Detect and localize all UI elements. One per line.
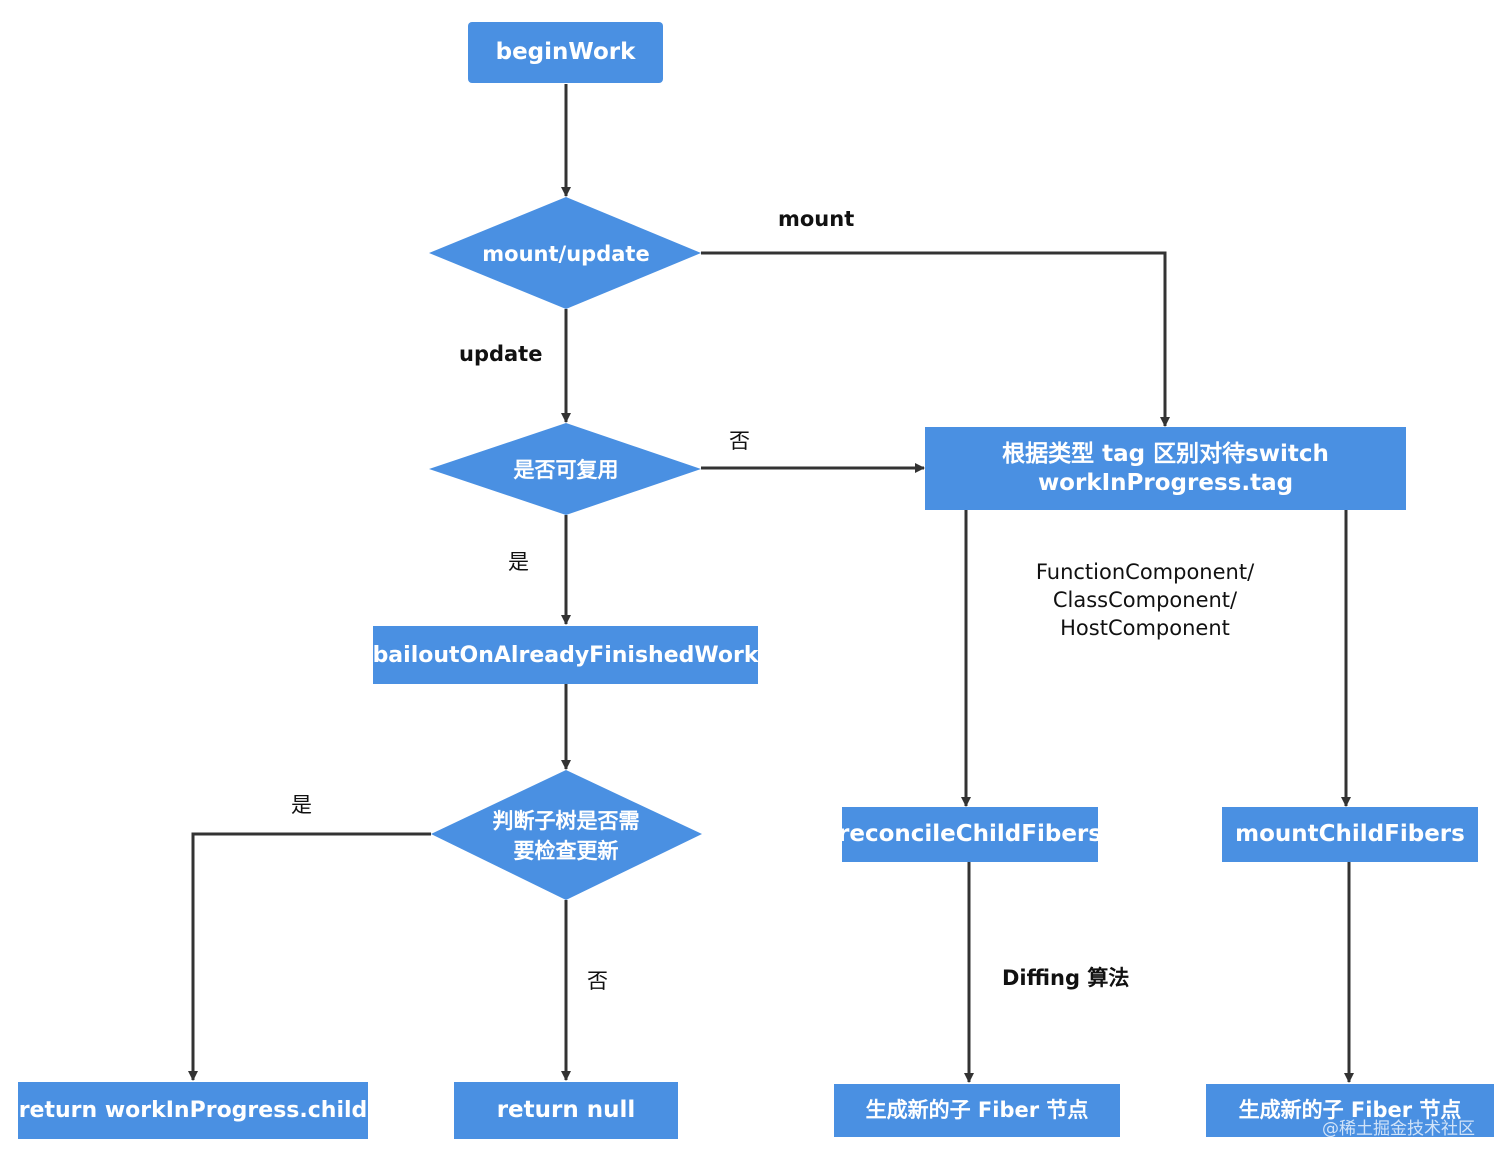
check-subtree-line2: 要检查更新 bbox=[513, 839, 619, 863]
check-subtree-line1: 判断子树是否需 bbox=[492, 809, 640, 833]
return-null-node: return null bbox=[454, 1082, 678, 1139]
begin-work-node: beginWork bbox=[468, 22, 663, 83]
is-reusable-diamond bbox=[429, 423, 701, 515]
edge-label-no-reuse: 否 bbox=[729, 429, 750, 453]
component-type-class: ClassComponent/ bbox=[1052, 588, 1238, 612]
edge-label-diffing: Diffing 算法 bbox=[1002, 966, 1130, 990]
switch-tag-line2: workInProgress.tag bbox=[1037, 469, 1294, 496]
reconcile-child-fibers-node: reconcileChildFibers bbox=[838, 807, 1102, 862]
mount-child-fibers-node: mountChildFibers bbox=[1222, 807, 1478, 862]
new-fiber-right-node: 生成新的子 Fiber 节点 bbox=[1206, 1084, 1494, 1137]
edge-label-update: update bbox=[459, 342, 543, 366]
bailout-node: bailoutOnAlreadyFinishedWork bbox=[373, 626, 758, 684]
component-type-host: HostComponent bbox=[1060, 616, 1230, 640]
mount-update-label: mount/update bbox=[482, 242, 650, 266]
switch-tag-node: 根据类型 tag 区别对待switch workInProgress.tag bbox=[925, 427, 1406, 510]
edge-mount-to-switch bbox=[701, 251, 1170, 427]
switch-tag-line1: 根据类型 tag 区别对待switch bbox=[1002, 440, 1329, 467]
mount-update-diamond bbox=[429, 197, 701, 309]
watermark: @稀土掘金技术社区 bbox=[1322, 1119, 1475, 1139]
edge-label-component-types: FunctionComponent/ ClassComponent/ HostC… bbox=[1020, 558, 1270, 642]
return-child-node: return workInProgress.child bbox=[18, 1082, 368, 1139]
edge-label-yes-check: 是 bbox=[291, 793, 312, 817]
is-reusable-label: 是否可复用 bbox=[513, 458, 619, 482]
edge-label-yes-reuse: 是 bbox=[508, 550, 529, 574]
edge-yes-check-to-return-child bbox=[188, 832, 431, 1081]
check-subtree-diamond bbox=[431, 770, 702, 900]
component-type-function: FunctionComponent/ bbox=[1035, 560, 1255, 584]
new-fiber-left-node: 生成新的子 Fiber 节点 bbox=[834, 1084, 1120, 1137]
check-subtree-label: 判断子树是否需 要检查更新 bbox=[449, 805, 683, 867]
edge-label-no-check: 否 bbox=[587, 969, 608, 993]
edge-label-mount: mount bbox=[778, 207, 855, 231]
